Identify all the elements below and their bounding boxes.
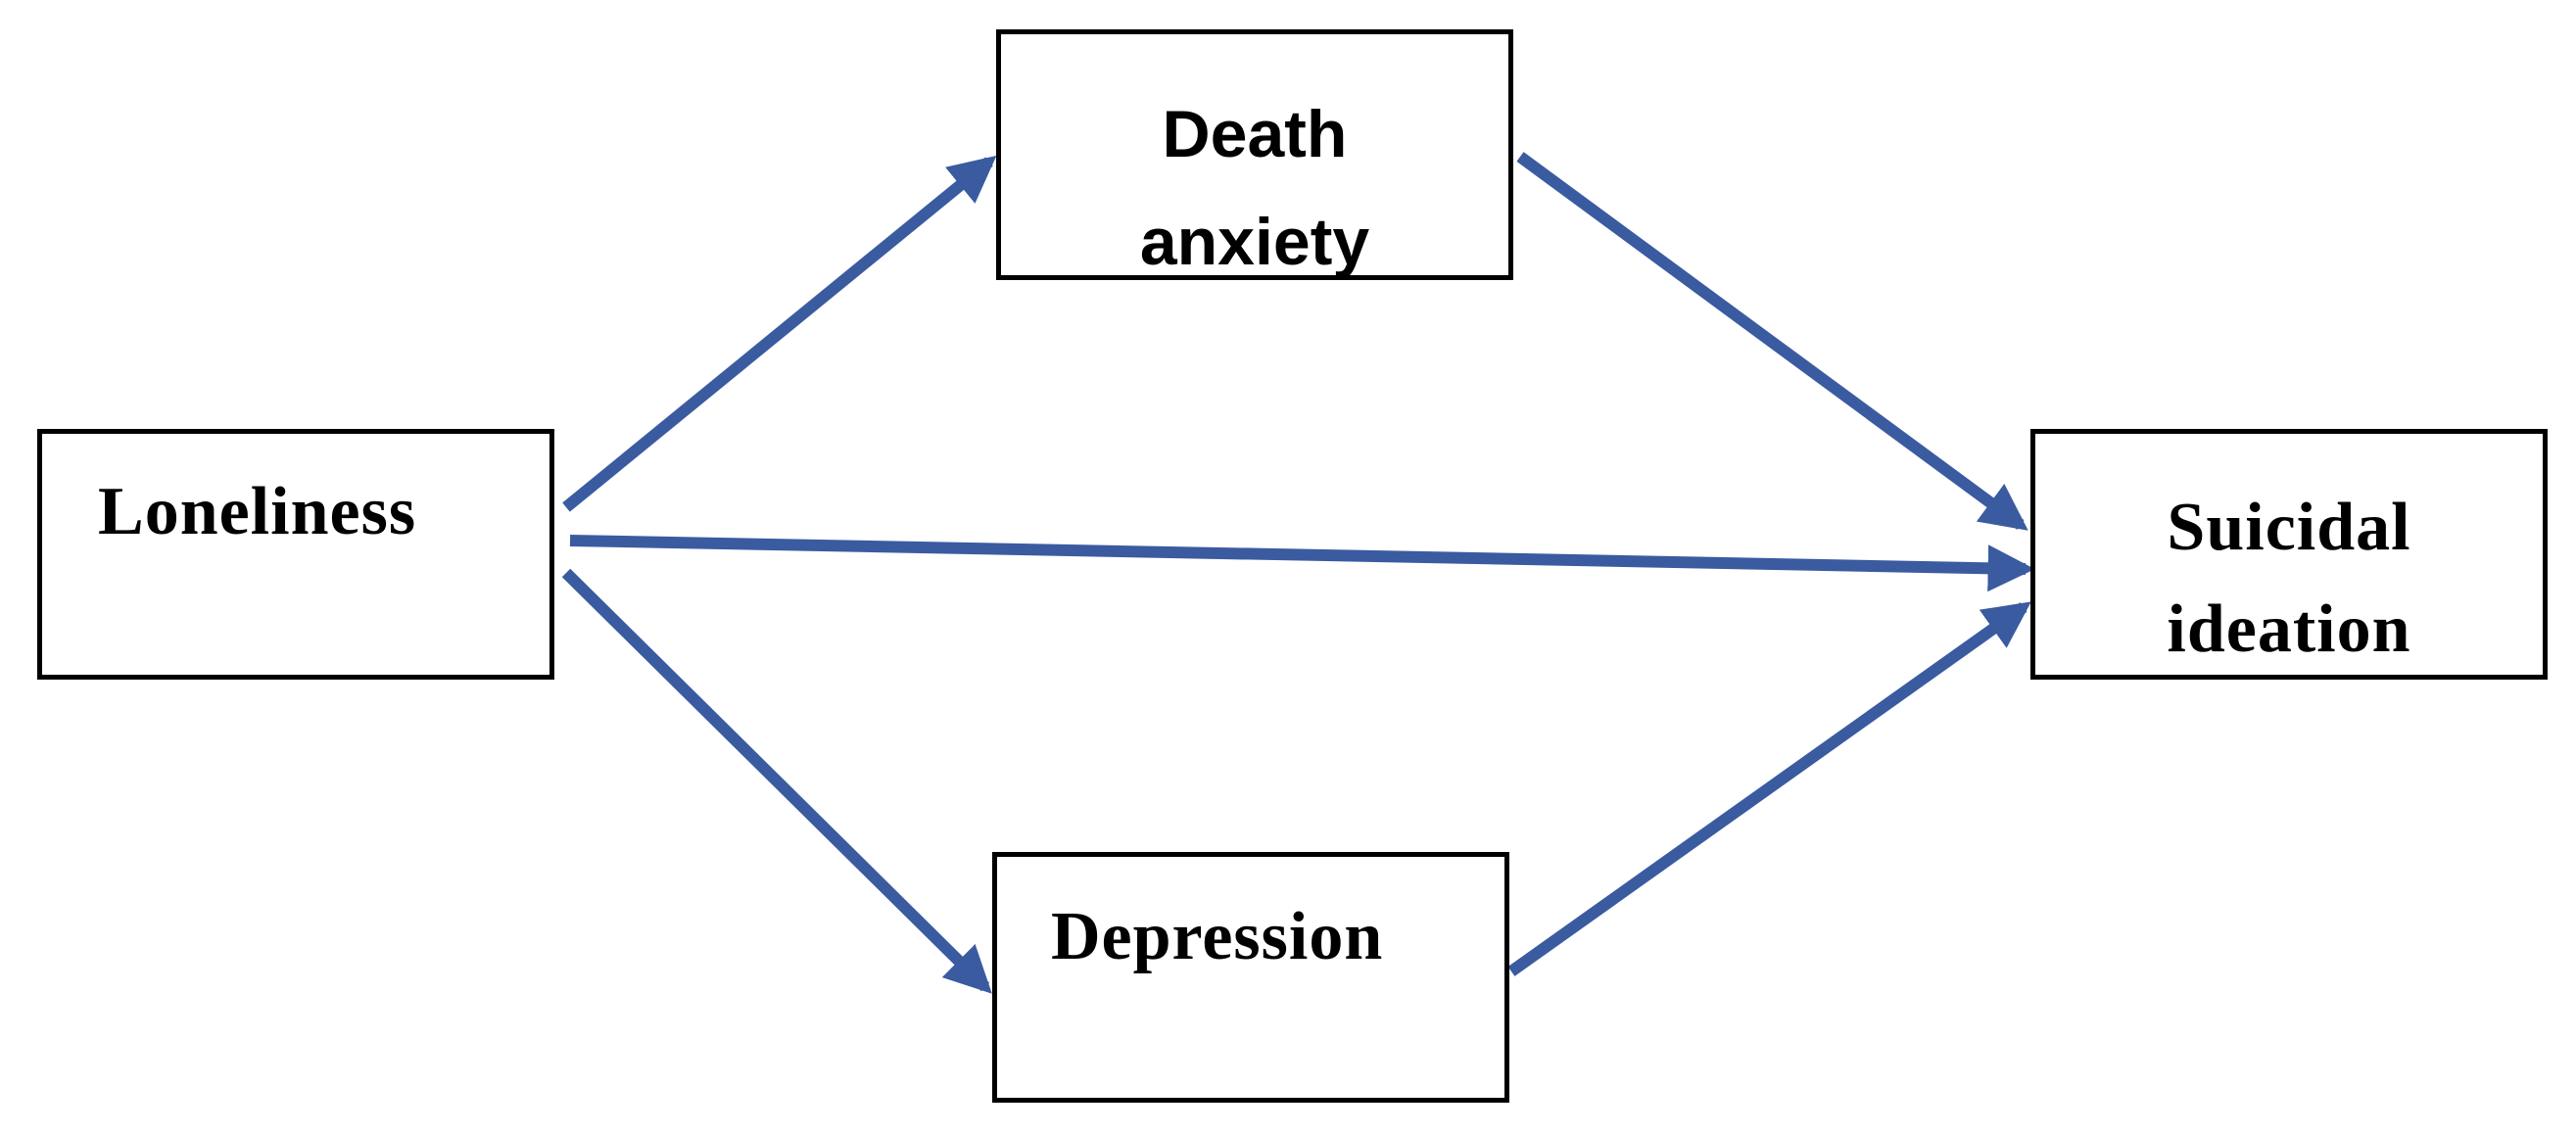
depression-label: Depression — [1051, 899, 1384, 974]
suicidal-ideation-label: Suicidal ideation — [2030, 477, 2548, 681]
death-anxiety-label-line2: anxiety — [1139, 205, 1370, 279]
suicidal-ideation-label-line1: Suicidal — [2167, 490, 2411, 565]
node-loneliness — [37, 429, 554, 680]
death-anxiety-label: Death anxiety — [996, 80, 1513, 296]
arrow-loneliness-to-death-anxiety — [562, 155, 997, 512]
node-depression — [992, 852, 1509, 1103]
arrow-death-anxiety-to-suicidal-ideation — [1516, 152, 2028, 531]
node-death-anxiety — [996, 29, 1513, 280]
arrow-depression-to-suicidal-ideation — [1507, 601, 2031, 976]
node-suicidal-ideation — [2030, 429, 2548, 680]
arrow-loneliness-to-suicidal-ideation — [569, 535, 2035, 592]
death-anxiety-label-line1: Death — [1162, 97, 1348, 171]
suicidal-ideation-label-line2: ideation — [2167, 591, 2411, 667]
loneliness-label: Loneliness — [98, 474, 417, 549]
arrow-loneliness-to-depression — [561, 568, 992, 994]
